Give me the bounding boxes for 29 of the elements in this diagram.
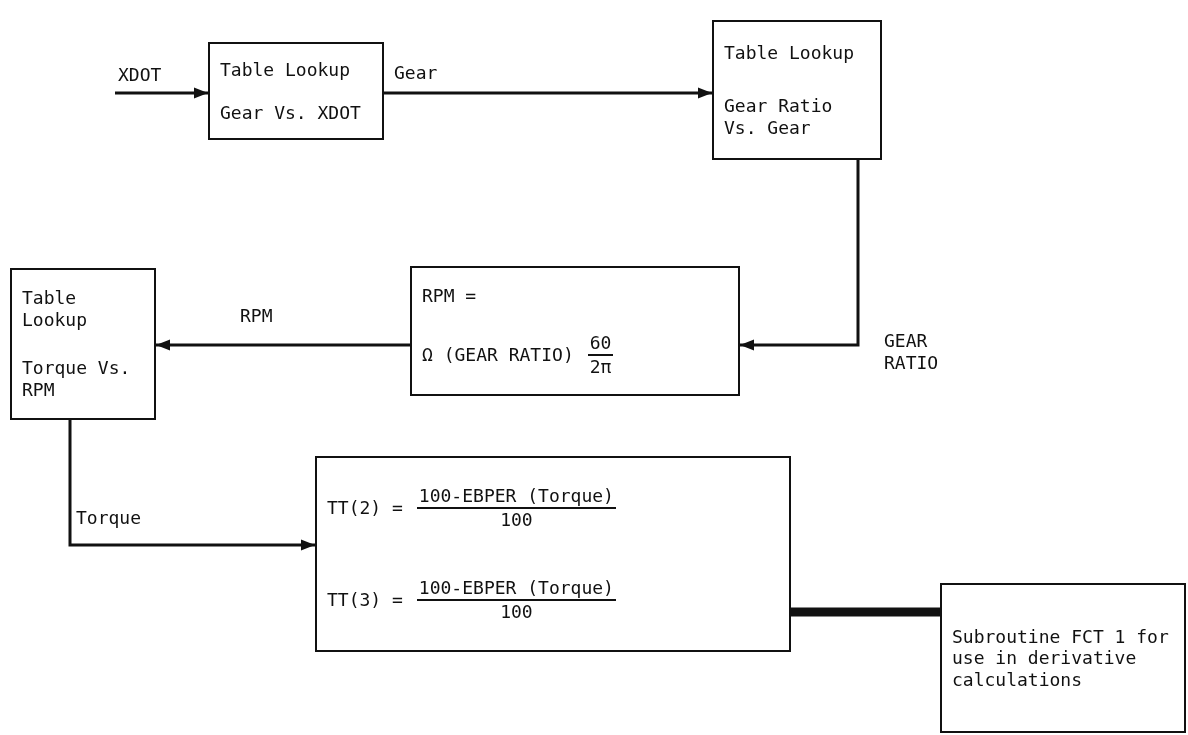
arrow	[68, 420, 315, 551]
fraction-denominator: 2π	[589, 355, 612, 378]
fraction-numerator: 60	[587, 332, 614, 356]
node-text: Subroutine FCT 1 for use in derivative calculations	[952, 625, 1170, 691]
node-text: Torque Vs. RPM	[22, 357, 132, 401]
node-text: RPM =	[422, 284, 477, 307]
arrow	[740, 160, 860, 351]
fraction-numerator: 100-EBPER (Torque)	[416, 577, 616, 601]
node-text: Gear Ratio Vs. Gear	[724, 95, 834, 139]
node-text: Ω (GEAR RATIO)	[422, 343, 574, 366]
process-box	[410, 266, 740, 396]
node-text: TT(3) =	[327, 589, 403, 611]
fraction-denominator: 100	[500, 509, 533, 531]
node-text: Table Lookup	[724, 41, 856, 64]
process-box	[712, 20, 882, 160]
node-text: Table Lookup	[220, 58, 352, 81]
process-box	[315, 456, 791, 652]
arrow	[115, 87, 208, 99]
node-text: TT(2) =	[327, 497, 403, 519]
arrow	[384, 87, 712, 99]
arrow	[156, 339, 410, 351]
node-text: Table Lookup	[22, 287, 89, 331]
fraction-numerator: 100-EBPER (Torque)	[416, 485, 616, 509]
process-box	[940, 583, 1186, 733]
fraction-denominator: 100	[500, 601, 533, 623]
arrow	[791, 607, 940, 617]
process-box	[208, 42, 384, 140]
node-text: Gear Vs. XDOT	[220, 101, 362, 124]
process-box	[10, 268, 156, 420]
